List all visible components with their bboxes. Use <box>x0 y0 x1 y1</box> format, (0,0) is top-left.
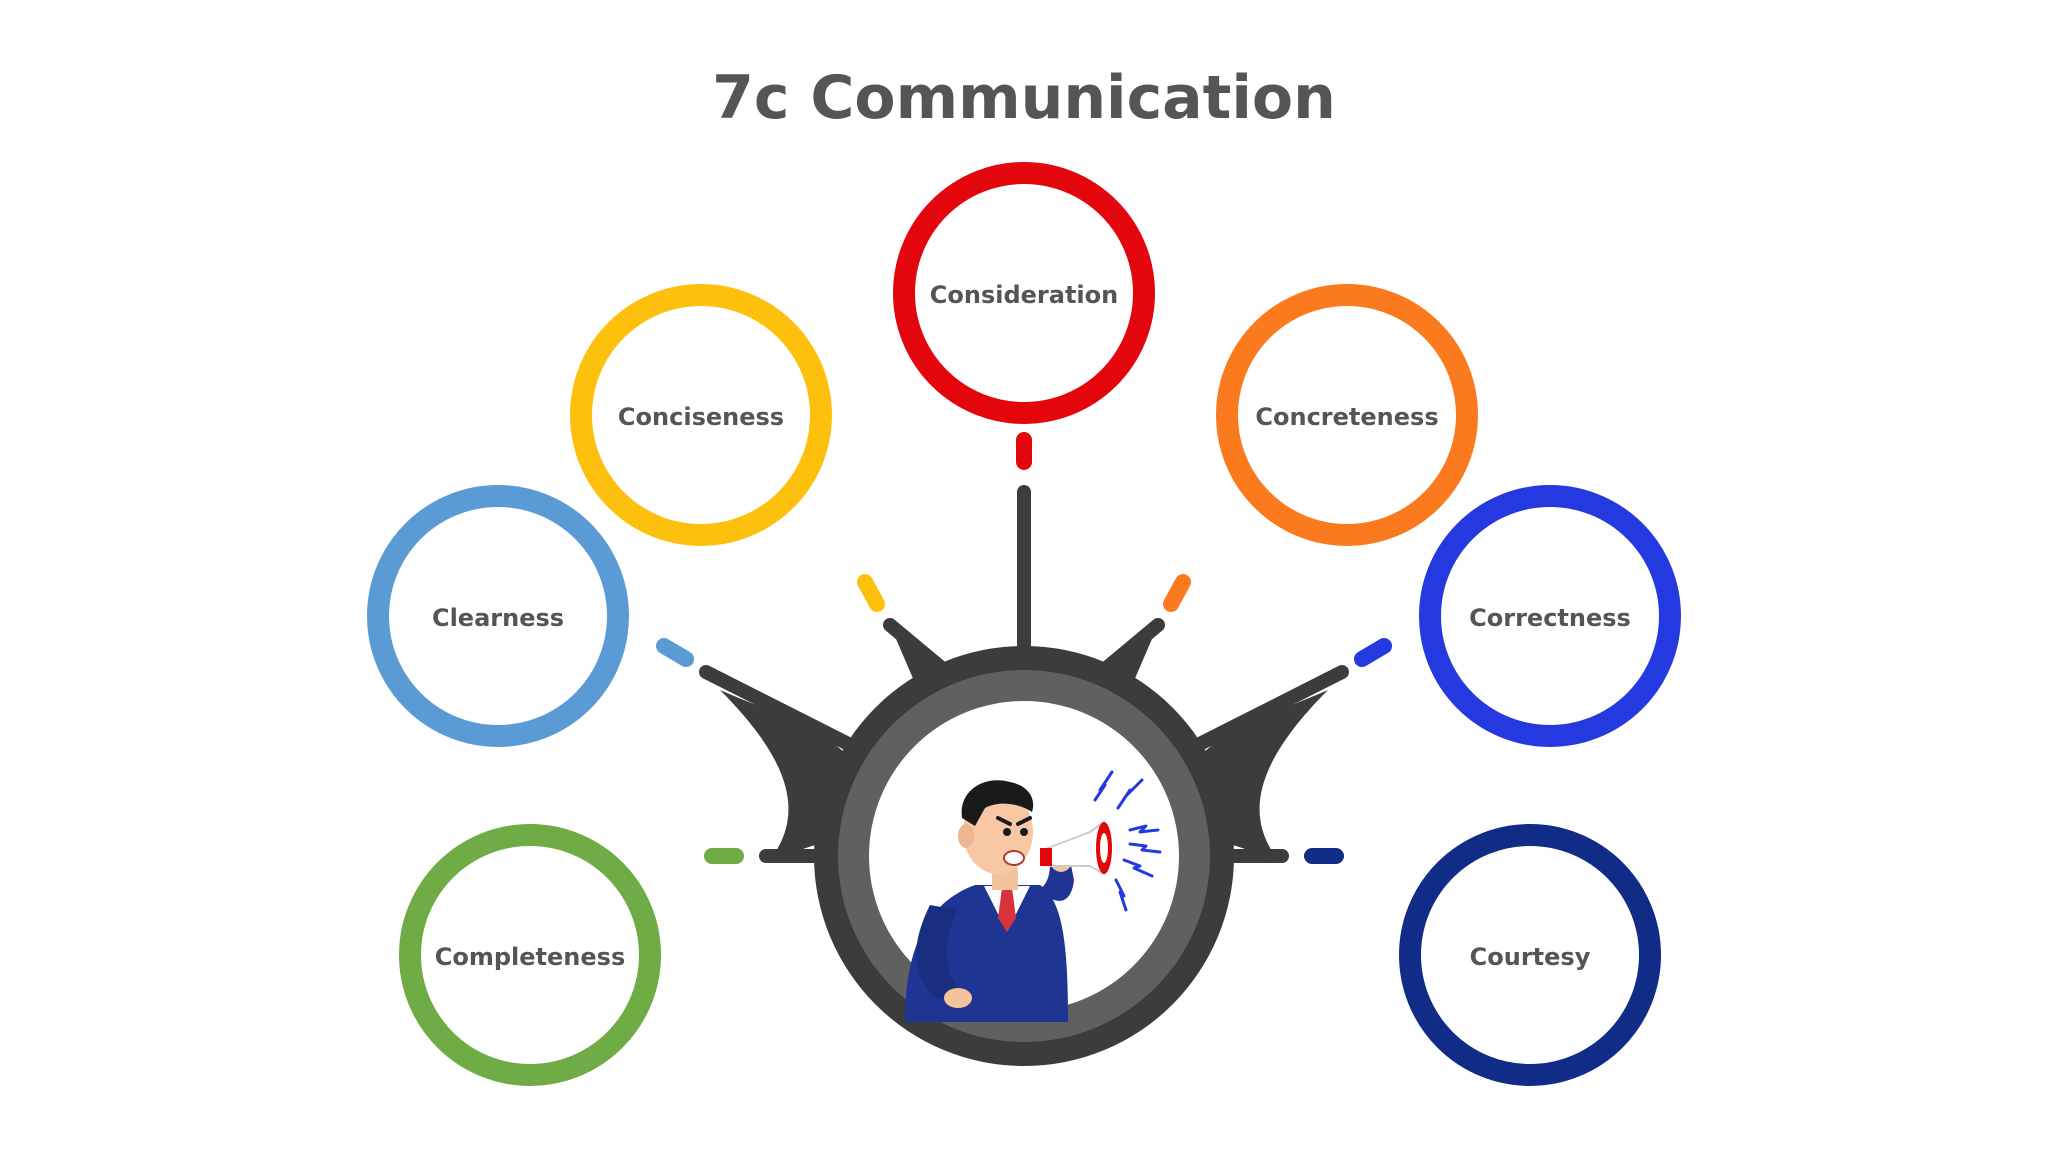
dash-correctness <box>1354 638 1392 667</box>
node-conciseness: Conciseness <box>570 284 832 546</box>
node-label-clearness: Clearness <box>432 604 564 632</box>
node-consideration: Consideration <box>893 162 1155 424</box>
node-ring-conciseness <box>570 284 832 546</box>
node-concreteness: Concreteness <box>1216 284 1478 546</box>
node-ring-consideration <box>893 162 1155 424</box>
node-label-correctness: Correctness <box>1469 604 1631 632</box>
node-label-courtesy: Courtesy <box>1470 943 1591 971</box>
businessman-with-megaphone-icon <box>905 770 1162 1022</box>
node-completeness: Completeness <box>399 824 661 1086</box>
node-label-conciseness: Conciseness <box>618 403 784 431</box>
connector-dashes <box>656 432 1392 864</box>
dash-concreteness <box>1163 574 1191 612</box>
node-ring-completeness <box>399 824 661 1086</box>
node-ring-clearness <box>367 485 629 747</box>
dash-clearness <box>656 638 694 667</box>
diagram-title: 7c Communication <box>712 63 1336 133</box>
dash-conciseness <box>857 574 885 612</box>
node-label-consideration: Consideration <box>930 281 1118 309</box>
node-ring-courtesy <box>1399 824 1661 1086</box>
node-label-concreteness: Concreteness <box>1255 403 1438 431</box>
node-courtesy: Courtesy <box>1399 824 1661 1086</box>
node-label-completeness: Completeness <box>435 943 625 971</box>
hub-right-bridge <box>1188 690 1328 860</box>
node-ring-correctness <box>1419 485 1681 747</box>
node-ring-concreteness <box>1216 284 1478 546</box>
hub-left-bridge <box>720 690 860 860</box>
node-clearness: Clearness <box>367 485 629 747</box>
node-correctness: Correctness <box>1419 485 1681 747</box>
